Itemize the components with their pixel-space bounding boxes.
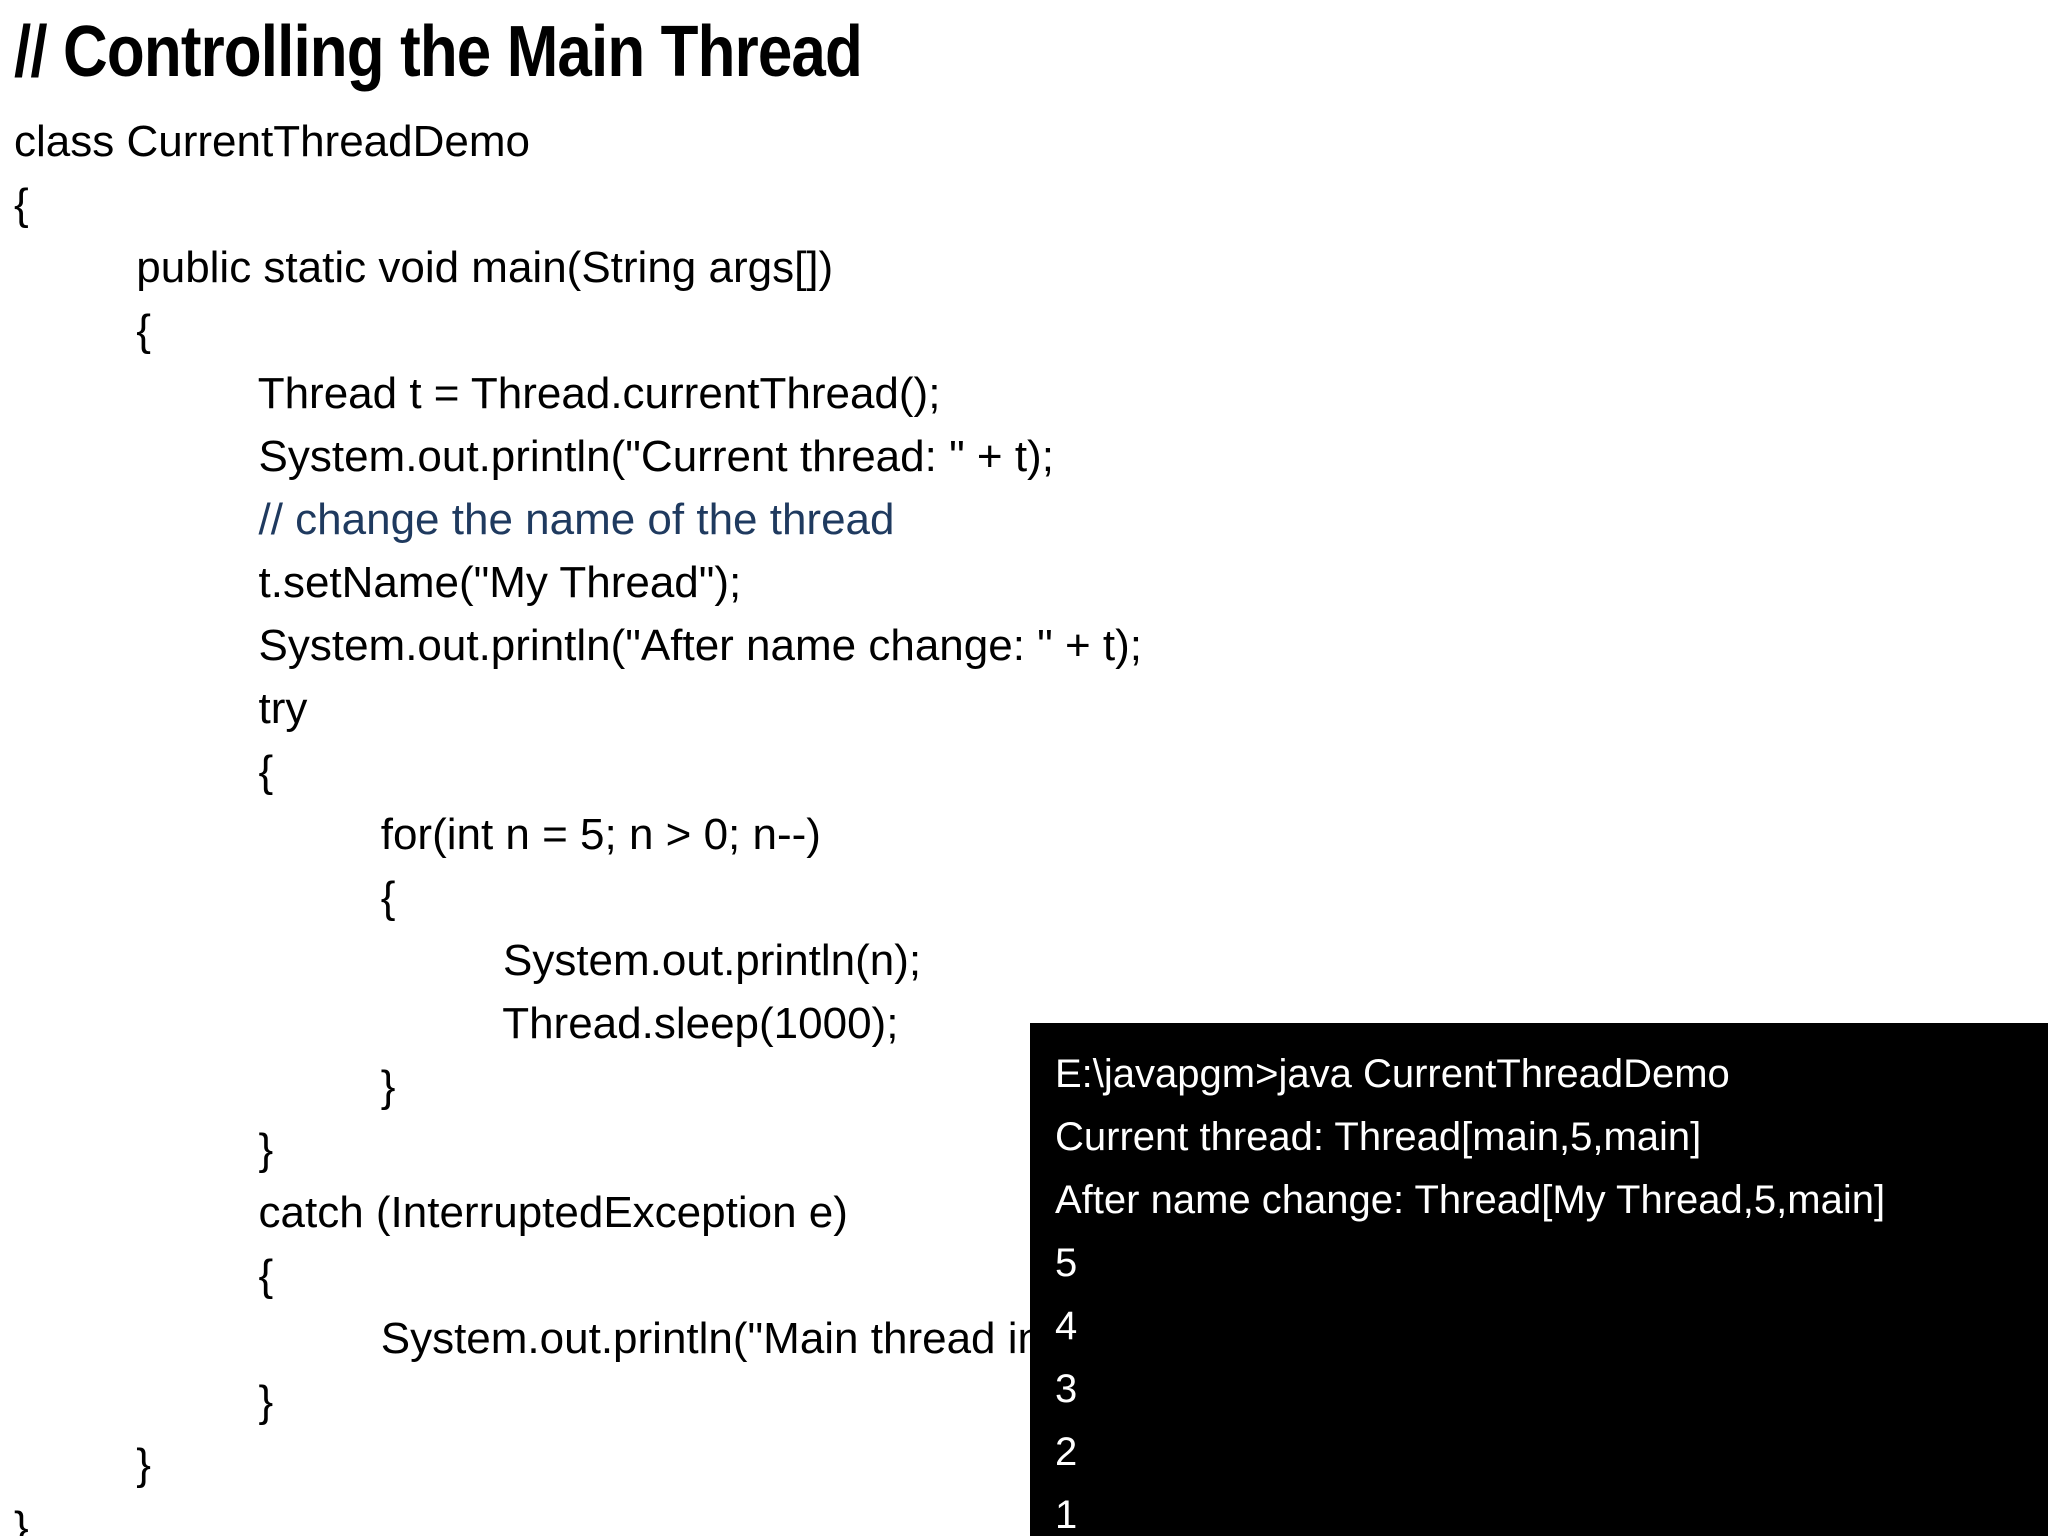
code-line: { xyxy=(14,747,274,796)
code-line: catch (InterruptedException e) xyxy=(14,1188,848,1237)
code-line: { xyxy=(14,180,29,229)
console-line: 4 xyxy=(1055,1304,1078,1348)
console-line: 3 xyxy=(1055,1367,1078,1411)
code-line: for(int n = 5; n > 0; n--) xyxy=(14,810,821,859)
console-line: E:\javapgm>java CurrentThreadDemo xyxy=(1055,1052,1730,1096)
console-line: 2 xyxy=(1055,1430,1078,1474)
console-line: 1 xyxy=(1055,1493,1078,1536)
code-line: System.out.println("After name change: "… xyxy=(14,621,1143,670)
code-line: try xyxy=(14,684,308,733)
console-line: 5 xyxy=(1055,1241,1078,1285)
code-listing: class CurrentThreadDemo { public static v… xyxy=(14,110,2034,1536)
code-line: public static void main(String args[]) xyxy=(14,243,834,292)
code-line: } xyxy=(14,1440,151,1489)
code-line: System.out.println("Current thread: " + … xyxy=(14,432,1054,481)
code-line: Thread t = Thread.currentThread(); xyxy=(14,369,941,418)
code-line: } xyxy=(14,1062,396,1111)
code-line: } xyxy=(14,1503,29,1536)
code-line: } xyxy=(14,1125,274,1174)
code-line: class CurrentThreadDemo xyxy=(14,117,530,166)
console-line: After name change: Thread[My Thread,5,ma… xyxy=(1055,1178,1886,1222)
code-comment-line: // change the name of the thread xyxy=(14,495,895,544)
code-line: Thread.sleep(1000); xyxy=(14,999,899,1048)
code-line: { xyxy=(14,873,396,922)
code-line: System.out.println(n); xyxy=(14,936,922,985)
code-line: { xyxy=(14,306,151,355)
console-line: Current thread: Thread[main,5,main] xyxy=(1055,1115,1702,1159)
code-line: } xyxy=(14,1377,274,1426)
code-line: { xyxy=(14,1251,274,1300)
code-line: t.setName("My Thread"); xyxy=(14,558,742,607)
page-title: // Controlling the Main Thread xyxy=(14,12,863,92)
